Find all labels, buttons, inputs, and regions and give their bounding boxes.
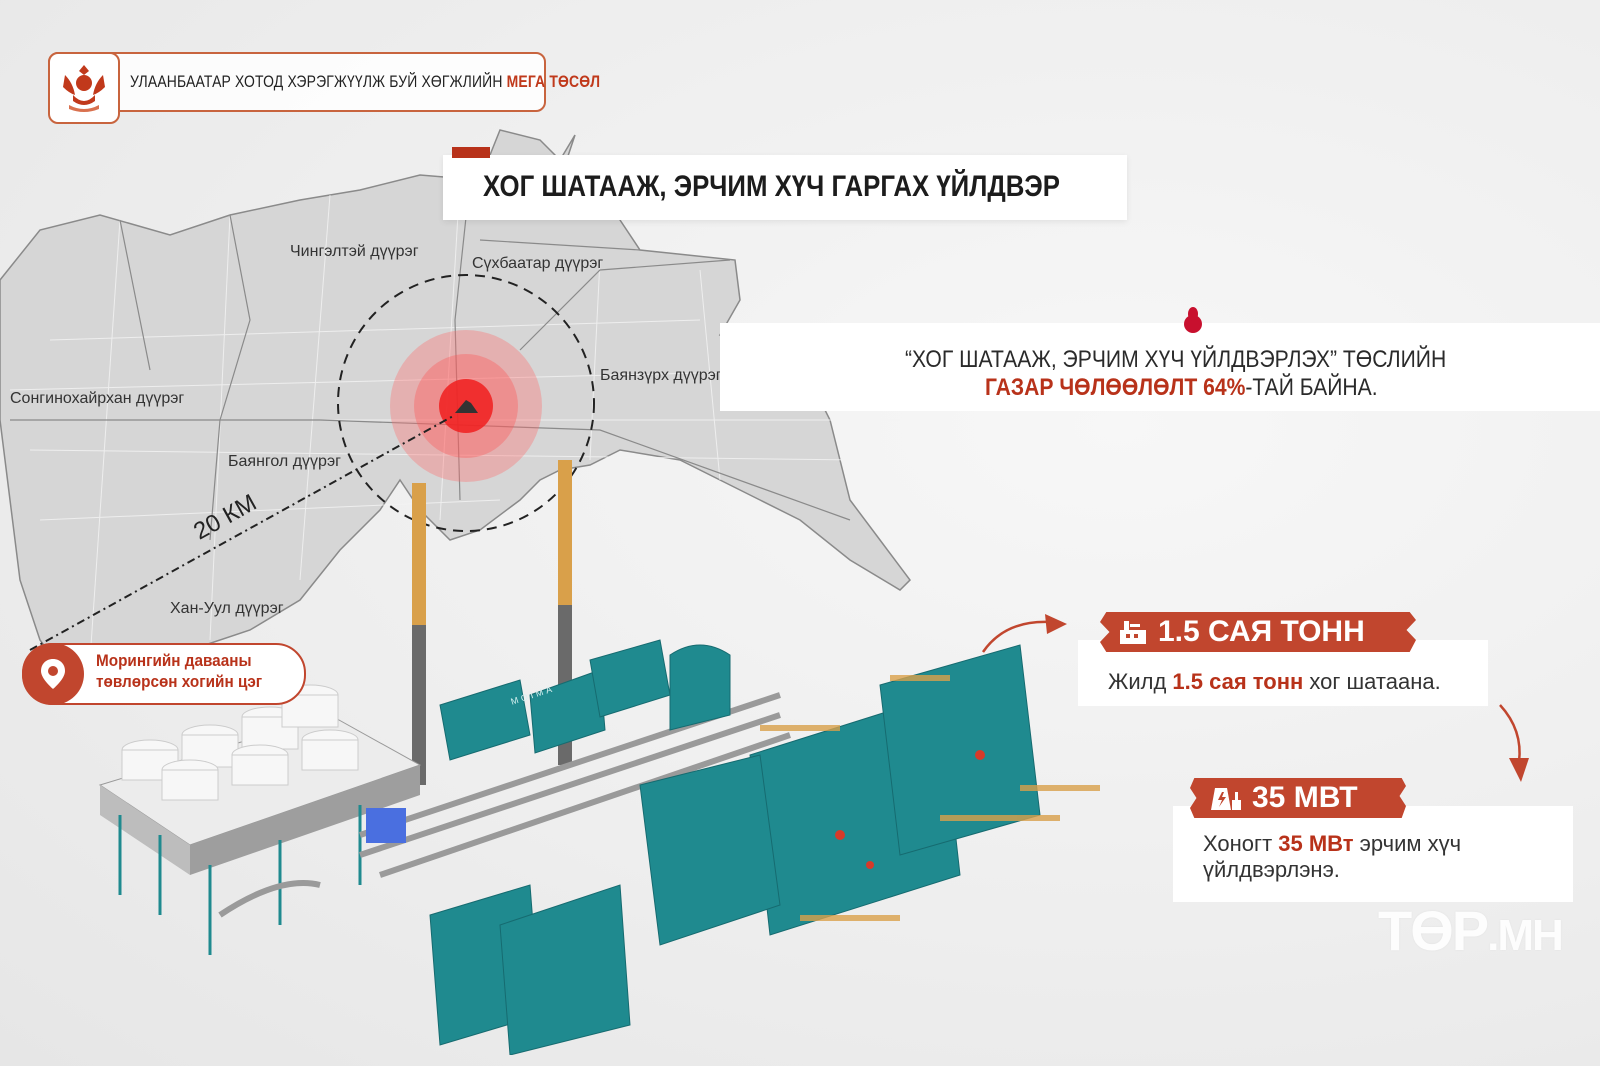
title-panel	[443, 155, 1127, 220]
stat-card-power	[1173, 806, 1573, 902]
info-panel	[720, 323, 1600, 411]
emblem-icon	[48, 52, 120, 124]
district-label: Сүхбаатар дүүрэг	[472, 255, 604, 272]
stat-description-power: Хоногт 35 МВт эрчим хүч үйлдвэрлэнэ.	[1203, 831, 1462, 882]
stat-ribbon-waste: 1.5 САЯ ТОНН	[1100, 612, 1416, 652]
power-plant-icon	[1211, 788, 1241, 810]
district-label: Хан-Уул дүүрэг	[170, 600, 284, 617]
district-label: Баянзүрх дүүрэг	[600, 367, 722, 384]
stat-ribbon-power: 35 МВТ	[1190, 778, 1406, 818]
pin-drop-icon	[1184, 307, 1202, 333]
district-label: Чингэлтэй дүүрэг	[290, 243, 419, 260]
arrow-icon	[1499, 704, 1529, 782]
waste-to-energy-plant-illustration	[98, 460, 1100, 1055]
header-tagline: УЛААНБААТАР ХОТОД ХЭРЭГЖҮҮЛЖ БУЙ ХӨГЖЛИЙ…	[130, 72, 601, 91]
district-label: Баянгол дүүрэг	[228, 453, 341, 470]
location-label: Морингийн давааны төвлөрсөн хогийн цэг	[96, 651, 263, 691]
info-text-line2: ГАЗАР ЧӨЛӨӨЛӨЛТ 64%-ТАЙ БАЙНА.	[985, 374, 1378, 401]
district-label: Сонгинохайрхан дүүрэг	[10, 390, 185, 407]
factory-icon	[1120, 621, 1146, 644]
arrow-icon	[981, 614, 1067, 653]
info-text-line1: “ХОГ ШАТААЖ, ЭРЧИМ ХҮЧ ҮЙЛДВЭРЛЭХ” ТӨСЛИ…	[905, 346, 1447, 373]
header-badge	[48, 52, 546, 112]
location-pin-icon	[22, 643, 84, 705]
watermark-logo: ТӨР.МН	[1378, 899, 1564, 962]
stat-description-waste: Жилд 1.5 сая тонн хог шатаана.	[1108, 669, 1441, 694]
title-accent-bar	[452, 147, 490, 158]
page-title: ХОГ ШАТААЖ, ЭРЧИМ ХҮЧ ГАРГАХ ҮЙЛДВЭР	[483, 170, 1060, 203]
city-map	[0, 129, 911, 681]
